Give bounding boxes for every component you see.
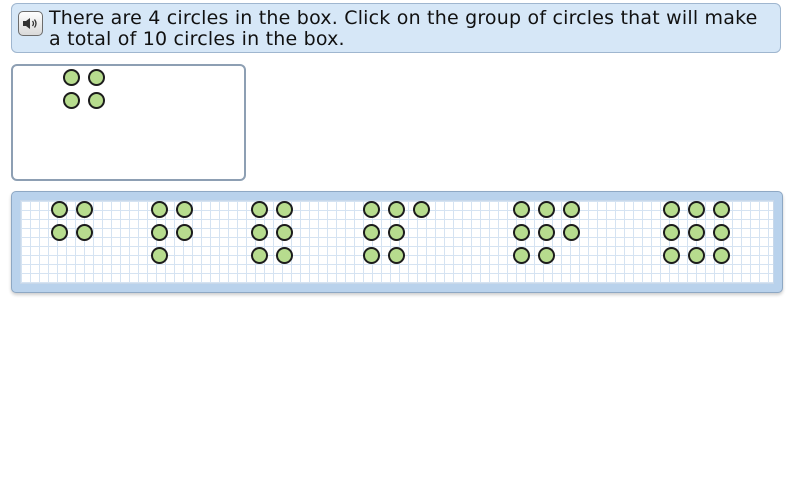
circle — [76, 224, 93, 241]
circle — [538, 201, 555, 218]
audio-button[interactable] — [18, 11, 43, 36]
instruction-bar: There are 4 circles in the box. Click on… — [11, 3, 781, 53]
circle — [713, 247, 730, 264]
circle — [63, 69, 80, 86]
circle — [713, 201, 730, 218]
circle — [251, 224, 268, 241]
circle — [176, 201, 193, 218]
circle — [276, 201, 293, 218]
circle — [563, 224, 580, 241]
circle — [363, 224, 380, 241]
choice-group-6[interactable] — [663, 201, 730, 285]
circle — [563, 201, 580, 218]
circle — [88, 69, 105, 86]
choice-circles — [151, 201, 193, 264]
choice-circles — [51, 201, 93, 241]
choice-circles — [363, 201, 430, 264]
instruction-text: There are 4 circles in the box. Click on… — [49, 7, 758, 50]
choice-group-2[interactable] — [151, 201, 193, 285]
circle — [151, 224, 168, 241]
circle — [151, 201, 168, 218]
choice-circles — [251, 201, 293, 264]
circle — [538, 247, 555, 264]
circle — [513, 201, 530, 218]
choice-circles — [663, 201, 730, 264]
circle — [51, 224, 68, 241]
choice-group-5[interactable] — [513, 201, 580, 285]
circle — [63, 92, 80, 109]
circle — [176, 224, 193, 241]
choice-group-4[interactable] — [363, 201, 430, 285]
circle — [713, 224, 730, 241]
circle — [413, 201, 430, 218]
circle — [688, 247, 705, 264]
target-box — [11, 64, 246, 181]
box-circle-group — [63, 69, 105, 109]
choices-panel — [11, 191, 783, 293]
circle — [276, 247, 293, 264]
choice-group-3[interactable] — [251, 201, 293, 285]
circle — [513, 247, 530, 264]
circle — [151, 247, 168, 264]
circle — [51, 201, 68, 218]
circle — [663, 224, 680, 241]
circle — [363, 201, 380, 218]
box-circles — [63, 69, 105, 109]
circle — [688, 224, 705, 241]
circle — [388, 201, 405, 218]
circle — [513, 224, 530, 241]
circle — [388, 224, 405, 241]
choice-circles — [513, 201, 580, 264]
choices-grid-area — [20, 200, 774, 284]
circle — [388, 247, 405, 264]
circle — [76, 201, 93, 218]
circle — [276, 224, 293, 241]
circle — [663, 201, 680, 218]
choice-group-1[interactable] — [51, 201, 93, 285]
circle — [88, 92, 105, 109]
circle — [251, 201, 268, 218]
speaker-icon — [23, 18, 37, 29]
circle — [663, 247, 680, 264]
circle — [251, 247, 268, 264]
circle — [538, 224, 555, 241]
circle — [688, 201, 705, 218]
circle — [363, 247, 380, 264]
